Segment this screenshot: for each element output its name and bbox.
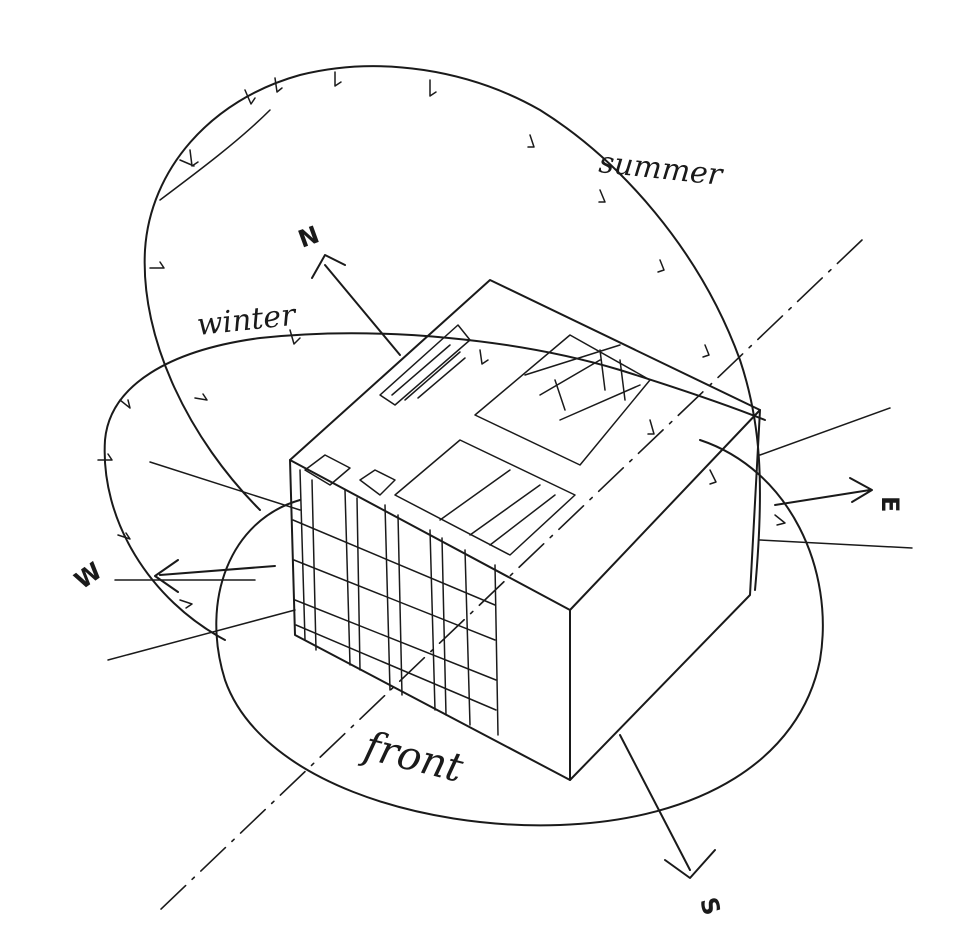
west-label: W bbox=[69, 557, 107, 595]
east-arrow bbox=[774, 477, 873, 506]
site-lines bbox=[107, 407, 913, 661]
summer-ray-ticks bbox=[149, 71, 717, 485]
west-arrow bbox=[154, 559, 276, 593]
north-label: N bbox=[294, 220, 322, 253]
orientation-axis bbox=[159, 239, 863, 911]
north-arrow bbox=[311, 254, 401, 356]
south-label: S bbox=[694, 894, 726, 918]
summer-sun-path bbox=[143, 65, 761, 591]
east-label: E bbox=[876, 496, 904, 512]
ground-ellipse bbox=[215, 439, 824, 827]
roof-openings bbox=[304, 324, 651, 556]
winter-ray-ticks bbox=[97, 329, 786, 609]
building-roof bbox=[289, 279, 761, 611]
building-side-face bbox=[569, 409, 761, 781]
south-arrow bbox=[619, 734, 716, 879]
front-label: front bbox=[357, 722, 469, 792]
summer-arc-inner bbox=[159, 109, 271, 201]
building-front-face bbox=[289, 459, 571, 781]
winter-sun-path bbox=[103, 332, 766, 641]
summer-label: summer bbox=[597, 145, 725, 193]
facade-grid bbox=[292, 469, 499, 736]
